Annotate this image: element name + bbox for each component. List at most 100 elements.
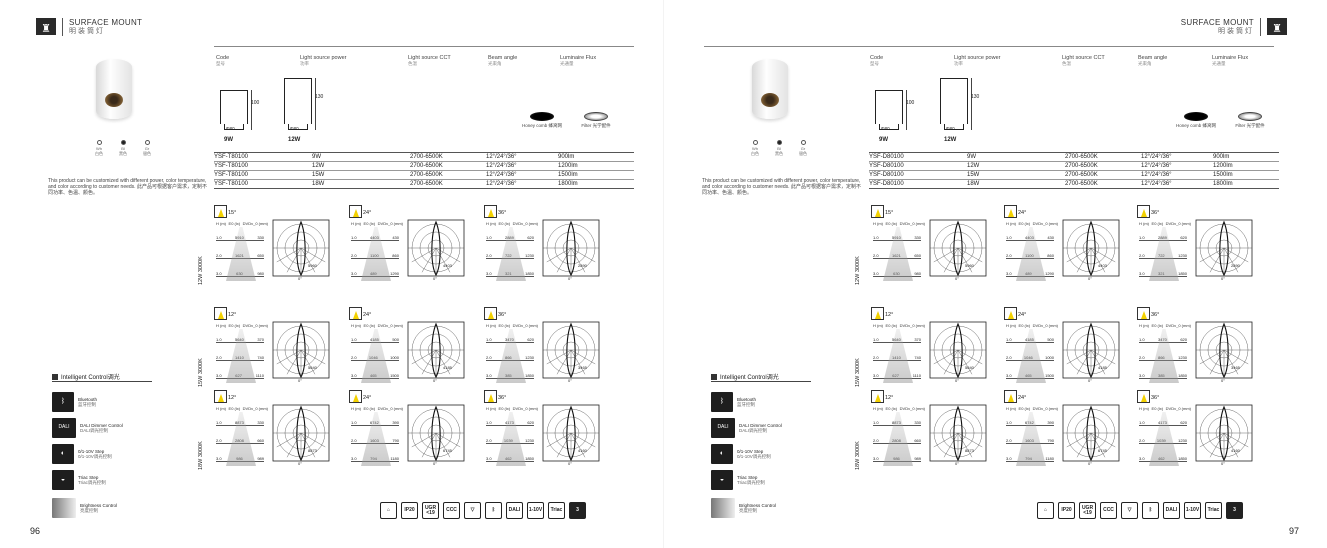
illuminance-value: 330 [914, 420, 921, 425]
illuminance-value: 1.0 [873, 235, 879, 240]
beam-angle-icon [214, 205, 227, 218]
illuminance-value: 650 [257, 253, 264, 258]
illuminance-header-cell: E0 (lx) [1018, 323, 1031, 328]
dimension-foot [944, 124, 964, 130]
illuminance-value: 1230 [525, 253, 534, 258]
control-name: 0/1-10V Step [78, 448, 105, 454]
triac-cert-icon: Triac [548, 502, 565, 519]
illuminance-value: 2.0 [216, 438, 222, 443]
illuminance-header-cell: H (m) [1006, 221, 1016, 226]
beam-angle-icon [871, 390, 884, 403]
table-cell: YSF-T80100 [214, 154, 249, 160]
ies-cell: 15°H (m)E0 (lx)DVDv_0 (mm)1.059103302.01… [214, 205, 332, 281]
table-cell: 1200lm [558, 163, 578, 169]
spec-header-en: Beam angle [488, 55, 518, 61]
illuminance-header-cell: H (m) [216, 221, 226, 226]
color-option-cn: 黑色 [775, 151, 783, 156]
illuminance-value: 1.0 [351, 235, 357, 240]
ies-cell: 36°H (m)E0 (lx)DVDv_0 (mm)1.034706202.08… [1137, 307, 1255, 383]
illuminance-value: 3.0 [216, 271, 222, 276]
illuminance-value: 3.0 [873, 271, 879, 276]
brand-logo-icon: ♜ [1267, 18, 1287, 35]
table-cell: 900lm [558, 154, 575, 160]
polar-zero-label: 0° [1221, 461, 1225, 466]
illuminance-value: 1.0 [486, 337, 492, 342]
beam-angle-icon [484, 390, 497, 403]
beam-angle-icon [871, 205, 884, 218]
illuminance-header: H (m)E0 (lx)DVDv_0 (mm) [349, 404, 405, 411]
illuminance-value: 3.0 [351, 373, 357, 378]
color-option-cn: 白色 [95, 151, 103, 156]
illuminance-value: 370 [914, 337, 921, 342]
illuminance-header-cell: E0 (lx) [498, 323, 511, 328]
warranty-icon: 3 [1226, 502, 1243, 519]
illuminance-header-cell: DVDv_0 (mm) [1032, 221, 1058, 226]
polar-center-value: 8873 [965, 448, 975, 453]
illuminance-header-cell: E0 (lx) [885, 323, 898, 328]
ies-cell: 24°H (m)E0 (lx)DVDv_0 (mm)1.044034302.01… [349, 205, 467, 281]
dali-cert-icon: DALI [1163, 502, 1180, 519]
beam-angle-icon [349, 390, 362, 403]
accessory-label: Filter 光学配件 [1235, 123, 1265, 128]
color-option-en: Gr [144, 146, 150, 151]
polar-center-value: 4403 [1098, 263, 1108, 268]
illuminance-value: 1.0 [1006, 337, 1012, 342]
triangle-icon: ▽ [464, 502, 481, 519]
ies-cell: 24°H (m)E0 (lx)DVDv_0 (mm)1.067423902.01… [1004, 390, 1122, 466]
intelligent-control-label: Intelligent Control调光 [720, 375, 779, 381]
height-value: 100 [251, 100, 260, 106]
table-cell: 1500lm [558, 172, 578, 178]
control-name: Bluetooth [78, 396, 98, 402]
watt-label: 12W [944, 137, 957, 143]
beam-angle: 24° [1018, 312, 1027, 318]
illuminance-value: 1.0 [873, 337, 879, 342]
height-value: 130 [971, 94, 980, 100]
ies-cell: 15°H (m)E0 (lx)DVDv_0 (mm)1.059103302.01… [871, 205, 989, 281]
height-arrow [971, 78, 972, 130]
spec-header-en: Beam angle [1138, 55, 1168, 61]
illuminance-header-cell: E0 (lx) [228, 406, 241, 411]
spec-header-cn: 色温 [1062, 61, 1071, 66]
illuminance-value: 430 [1047, 235, 1054, 240]
beam-angle-icon [1137, 390, 1150, 403]
color-swatch [120, 140, 126, 145]
beam-angle-icon [214, 307, 227, 320]
illuminance-value: 2.0 [351, 355, 357, 360]
illuminance-value: 370 [257, 337, 264, 342]
illuminance-value: 2.0 [1006, 355, 1012, 360]
bluetooth-cert-icon: ᛒ [1142, 502, 1159, 519]
illuminance-header: H (m)E0 (lx)DVDv_0 (mm) [1004, 219, 1060, 226]
product-description: This product can be customized with diff… [702, 178, 861, 196]
table-cell: 12W [312, 163, 325, 169]
beam-angle-icon [349, 307, 362, 320]
beam-angle: 36° [498, 210, 507, 216]
illuminance-header-cell: DVDv_0 (mm) [512, 323, 538, 328]
beam-angle-icon [484, 307, 497, 320]
control-name-cn: 亮度控制 [80, 508, 98, 513]
illuminance-value: 1850 [1178, 271, 1187, 276]
illuminance-value: 620 [1180, 337, 1187, 342]
polar-zero-label: 0° [1088, 276, 1092, 281]
color-swatch [776, 140, 782, 145]
